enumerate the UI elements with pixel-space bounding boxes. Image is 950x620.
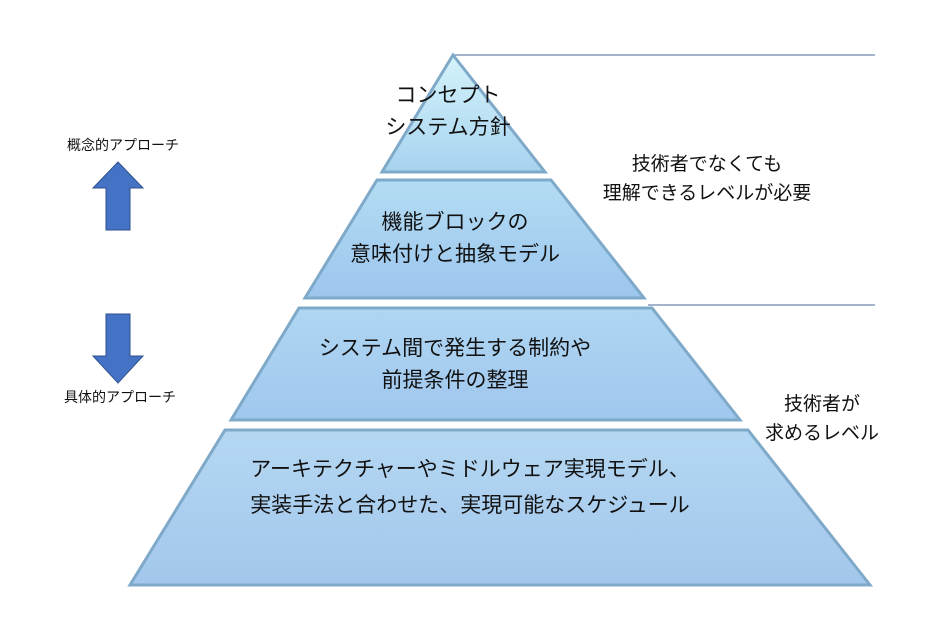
pyramid-tier-4 [127, 428, 874, 587]
tier-1-text: コンセプト システム方針 [385, 80, 510, 143]
tier-1-line-2: システム方針 [385, 114, 511, 139]
tier-4-line-1: アーキテクチャーやミドルウェア実現モデル、 [250, 457, 690, 481]
down-arrow-icon [91, 313, 145, 384]
up-arrow-icon [91, 161, 145, 231]
tier-2-line-1: 機能ブロックの [381, 210, 529, 234]
tier-3-line-1: システム間で発生する制約や [318, 336, 592, 360]
tier-1-line-1: コンセプト [395, 83, 501, 107]
lower-note-line-1: 技術者が [783, 393, 861, 415]
tier-4-line-2: 実装手法と合わせた、実現可能なスケジュール [250, 492, 690, 517]
tier-2-line-2: 意味付けと抽象モデル [350, 241, 560, 266]
conceptual-approach-label: 概念的アプローチ [67, 138, 179, 154]
pyramid-tier-3 [228, 306, 744, 422]
lower-note-line-2: 求めるレベル [764, 421, 880, 444]
pyramid-tier-2 [302, 178, 648, 300]
concrete-approach-label: 具体的アプローチ [64, 390, 176, 406]
tier-3-line-2: 前提条件の整理 [381, 367, 529, 392]
tier-3-text: システム間で発生する制約や 前提条件の整理 [319, 333, 591, 396]
upper-note-line-1: 技術者でなくても [631, 153, 783, 175]
lower-level-note: 技術者が 求めるレベル [765, 390, 879, 447]
tier-2-text: 機能ブロックの 意味付けと抽象モデル [350, 207, 560, 270]
upper-note-line-2: 理解できるレベルが必要 [602, 181, 812, 204]
tier-4-text: アーキテクチャーやミドルウェア実現モデル、 実装手法と合わせた、実現可能なスケジ… [250, 452, 690, 523]
upper-level-note: 技術者でなくても 理解できるレベルが必要 [603, 150, 812, 207]
pyramid-tier-1 [379, 52, 549, 174]
